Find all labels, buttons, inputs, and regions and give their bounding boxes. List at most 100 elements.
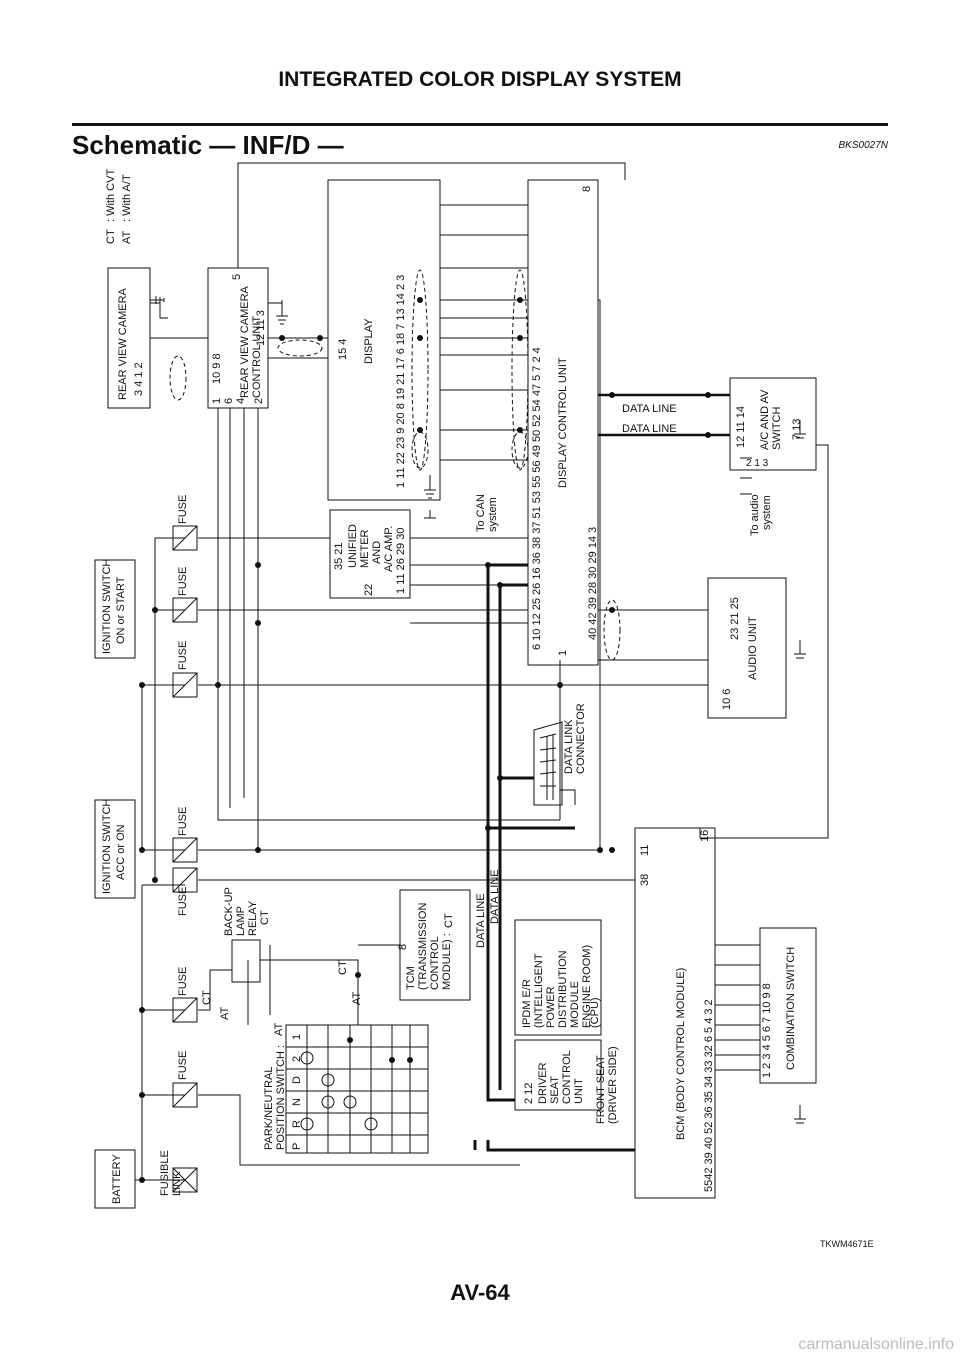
fusible-link-label-2: LINK (171, 1171, 183, 1196)
data-line-label: DATA LINE (622, 423, 677, 435)
display-label: DISPLAY (363, 318, 375, 364)
park-pos-D: D (291, 1076, 303, 1084)
ac-av-pins-left: 2 1 3 (746, 458, 769, 469)
ac-av-label-2: SWITCH (771, 407, 783, 450)
meter-label-2: METER (359, 529, 371, 568)
badge-ct: CT (259, 910, 271, 925)
legend-badge-at: AT (121, 230, 133, 244)
data-link-label-2: CONNECTOR (575, 703, 587, 774)
ipdm-label-7: (CPU) (589, 997, 601, 1028)
fuse-label: FUSE (177, 641, 189, 670)
ipdm-label-2: (INTELLIGENT (533, 953, 545, 1028)
ac-av-label-1: A/C AND AV (759, 389, 771, 450)
page-header: INTEGRATED COLOR DISPLAY SYSTEM (278, 68, 682, 91)
fuse-label: FUSE (177, 887, 189, 916)
ac-av-switch-box (729, 377, 817, 471)
meter-pins-bottom: 1 11 26 29 30 (395, 528, 407, 594)
section-code: BKS0027N (838, 140, 888, 151)
data-line-label: DATA LINE (489, 869, 501, 924)
fuse-label: FUSE (177, 807, 189, 836)
park-pos-R: R (291, 1120, 303, 1128)
camera-pins: 3 4 1 2 (133, 362, 145, 396)
audio-pins-top: 23 21 25 (729, 597, 741, 640)
ign-acc-label-1: IGNITION SWITCH (101, 799, 113, 894)
audio-unit-box (707, 577, 787, 719)
dcu-pin-8: 8 (581, 186, 593, 192)
ipdm-label-6: ENGINE ROOM) (581, 945, 593, 1028)
bcm-pin-11: 11 (639, 845, 651, 856)
ipdm-label-3: POWER (545, 986, 557, 1028)
dcu-pins-bottom: 40 42 39 28 30 29 14 3 (587, 527, 599, 640)
camera-control-label-2: CONTROL UNIT (251, 316, 263, 398)
section-title: Schematic — INF/D — (72, 130, 344, 160)
page-number: AV-64 (450, 1280, 510, 1305)
camera-control-pin-5: 5 (231, 274, 243, 280)
data-line-label: DATA LINE (475, 893, 487, 948)
audio-unit-label: AUDIO UNIT (747, 616, 759, 680)
badge-at: AT (273, 1022, 285, 1036)
to-can-label-1: To CAN (475, 494, 487, 532)
park-neutral-label-1: PARK/NEUTRAL (263, 1066, 275, 1150)
dcu-pin-1: 1 (557, 650, 569, 656)
badge-at: AT (219, 1006, 231, 1020)
fuse-label: FUSE (177, 567, 189, 596)
fuse-label: FUSE (177, 495, 189, 524)
driver-seat-label-2: SEAT (549, 1076, 561, 1104)
combination-switch-pins: 1 2 3 4 5 6 7 10 9 8 (761, 983, 773, 1078)
ac-av-pins-bottom: 7 13 (791, 419, 803, 440)
display-control-box (527, 179, 599, 666)
bcm-pin-38: 38 (639, 874, 651, 886)
ign-acc-label-2: ACC or ON (115, 824, 127, 880)
legend-text-ct: : With CVT (105, 169, 117, 222)
to-audio-label-1: To audio (749, 494, 761, 536)
tcm-label-1: TCM (405, 966, 417, 990)
tcm-label-3: CONTROL (429, 936, 441, 990)
driver-seat-label-4: UNIT (573, 1078, 585, 1104)
camera-control-pins-top: 10 9 8 (211, 353, 223, 384)
camera-control-pin-4: 4 (235, 398, 247, 404)
data-link-connector-icon (533, 721, 563, 806)
camera-control-pins-bottom: 12 11 3 (255, 310, 267, 346)
camera-control-pin-1: 1 (211, 398, 223, 404)
park-pos-2: 2 (291, 1056, 303, 1062)
ipdm-label-1: IPDM E/R (521, 979, 533, 1028)
display-box (327, 179, 441, 501)
combination-switch-label: COMBINATION SWITCH (785, 947, 797, 1070)
badge-ct: CT (201, 990, 213, 1005)
tcm-pin-8: 8 (397, 944, 409, 950)
legend-badge-ct: CT (105, 229, 117, 244)
badge-ct: CT (337, 960, 349, 975)
to-can-label-2: system (487, 497, 499, 532)
driver-seat-label-1: DRIVER (537, 1062, 549, 1104)
display-pins-top: 15 4 (337, 339, 349, 360)
meter-label-1: UNIFIED (347, 524, 359, 568)
audio-pins-left: 10 6 (721, 689, 733, 710)
ipdm-label-5: MODULE (569, 981, 581, 1028)
tcm-label-2: (TRANSMISSION (417, 903, 429, 990)
meter-pin-22: 22 (363, 584, 375, 596)
ign-on-start-label-1: IGNITION SWITCH (101, 559, 113, 654)
driver-seat-label-3: CONTROL (561, 1050, 573, 1104)
park-pos-1: 1 (291, 1034, 303, 1040)
backup-relay-label-2: LAMP (235, 906, 247, 936)
ac-av-pins-top: 12 11 14 (735, 406, 747, 448)
camera-control-pin-6: 6 (223, 398, 235, 404)
battery-box (94, 1149, 136, 1209)
watermark: carmanualsonline.info (798, 1336, 954, 1353)
ipdm-box (514, 919, 602, 1036)
header-rule (72, 123, 888, 126)
bcm-pins-bottom: 5542 39 40 52 36 35 34 33 32 6 5 4 3 2 (703, 999, 715, 1192)
park-pos-P: P (291, 1143, 303, 1150)
fuse-icon (172, 525, 198, 1193)
seat-pins: 2 12 (523, 1083, 535, 1104)
front-seat-label-2: (DRIVER SIDE) (607, 1046, 619, 1124)
unified-meter-box (329, 509, 411, 599)
driver-seat-box (514, 1039, 602, 1111)
tcm-label-4: MODULE) : (441, 933, 453, 990)
to-audio-label-2: system (761, 495, 773, 530)
figure-code: TKWM4671E (820, 1239, 874, 1249)
ipdm-label-4: DISTRIBUTION (557, 950, 569, 1028)
rear-camera-label: REAR VIEW CAMERA (117, 287, 129, 400)
front-seat-label-1: FRONT SEAT (595, 1055, 607, 1124)
